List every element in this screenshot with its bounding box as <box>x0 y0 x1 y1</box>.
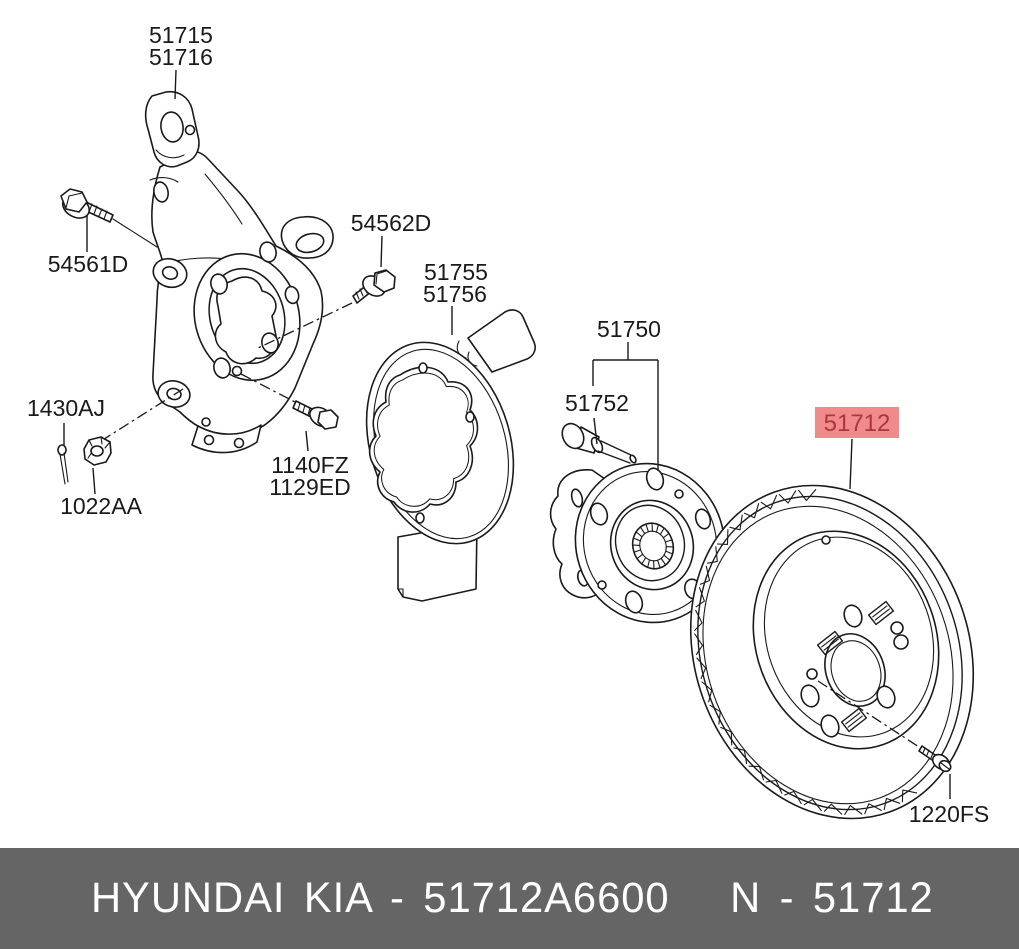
bolt-54562d-drawing <box>352 269 396 304</box>
cotter-pin-drawing <box>57 444 69 485</box>
part-label-1220fs[interactable]: 1220FS <box>909 801 990 827</box>
part-label-1022aa[interactable]: 1022AA <box>60 493 143 519</box>
part-label-1140fz[interactable]: 1140FZ <box>271 452 349 478</box>
part-label-51712-highlighted[interactable]: 51712 <box>824 410 891 437</box>
footer-part-number: N - 51712 <box>729 874 934 922</box>
steering-knuckle-drawing <box>144 90 334 454</box>
bolt-1140fz-drawing <box>292 400 339 430</box>
part-label-51716[interactable]: 51716 <box>149 44 213 70</box>
part-label-1430aj[interactable]: 1430AJ <box>27 395 105 421</box>
footer-catalog-code: HYUNDAI KIA - 51712A6600 <box>91 874 670 922</box>
dust-cover-drawing <box>365 309 536 602</box>
bolt-54561d-drawing <box>60 188 114 223</box>
assembly-centerlines <box>100 218 353 442</box>
part-label-54561d[interactable]: 54561D <box>48 251 129 277</box>
part-label-54562d[interactable]: 54562D <box>351 210 432 236</box>
castle-nut-drawing <box>83 436 112 466</box>
disc-screw-1220fs-drawing <box>918 745 952 773</box>
hub-bolt-51752-drawing <box>561 422 637 464</box>
part-label-51755[interactable]: 51755 <box>424 259 488 285</box>
callout-leader-lines <box>63 69 951 799</box>
part-label-51756[interactable]: 51756 <box>423 281 487 307</box>
wheel-hub-drawing <box>549 462 726 624</box>
brake-disc-drawing <box>689 484 975 820</box>
part-label-51715[interactable]: 51715 <box>149 22 213 48</box>
part-label-51752[interactable]: 51752 <box>565 390 629 416</box>
highlight-box-51712[interactable] <box>815 407 899 438</box>
footer-banner: HYUNDAI KIA - 51712A6600 N - 51712 <box>0 848 1019 949</box>
part-label-1129ed[interactable]: 1129ED <box>269 474 350 500</box>
part-label-51750[interactable]: 51750 <box>597 316 661 342</box>
